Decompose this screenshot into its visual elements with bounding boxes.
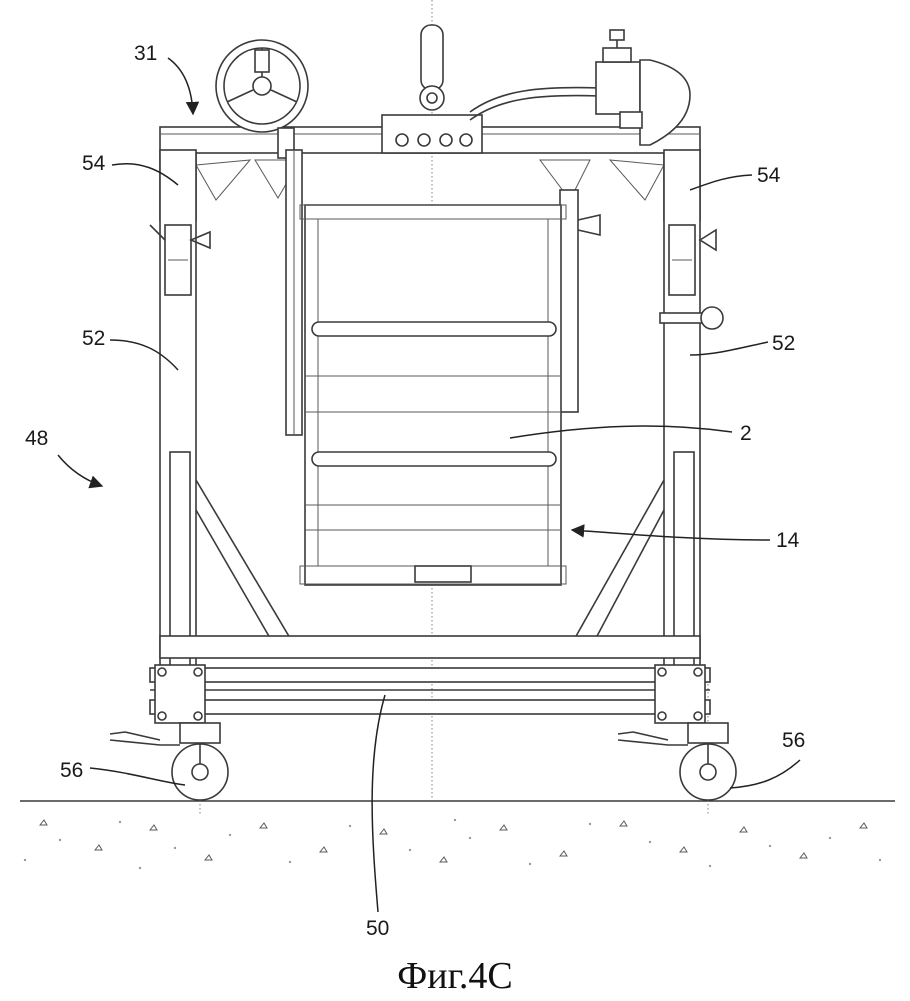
label-56-right: 56 — [782, 729, 805, 752]
label-14: 14 — [776, 529, 800, 552]
handwheel — [215, 39, 309, 159]
label-2: 2 — [740, 422, 752, 445]
guide-rail — [285, 149, 601, 436]
label-52-left: 52 — [82, 327, 105, 350]
drum — [299, 204, 567, 586]
leader-lines — [57, 57, 801, 913]
ground — [20, 800, 895, 870]
right-column — [659, 149, 724, 671]
right-caster — [617, 722, 737, 801]
label-31: 31 — [134, 42, 157, 65]
label-54-right: 54 — [757, 164, 781, 187]
figure-caption: Фиг.4C — [397, 955, 513, 997]
label-52-right: 52 — [772, 332, 795, 355]
pump-unit — [469, 29, 691, 146]
label-56-left: 56 — [60, 759, 83, 782]
braces — [195, 479, 665, 639]
left-caster — [109, 722, 229, 801]
label-48: 48 — [25, 427, 48, 450]
base-frame — [149, 635, 711, 724]
lifting-eye — [381, 24, 483, 154]
label-54-left: 54 — [82, 152, 106, 175]
left-column — [149, 149, 211, 671]
label-50: 50 — [366, 917, 389, 940]
